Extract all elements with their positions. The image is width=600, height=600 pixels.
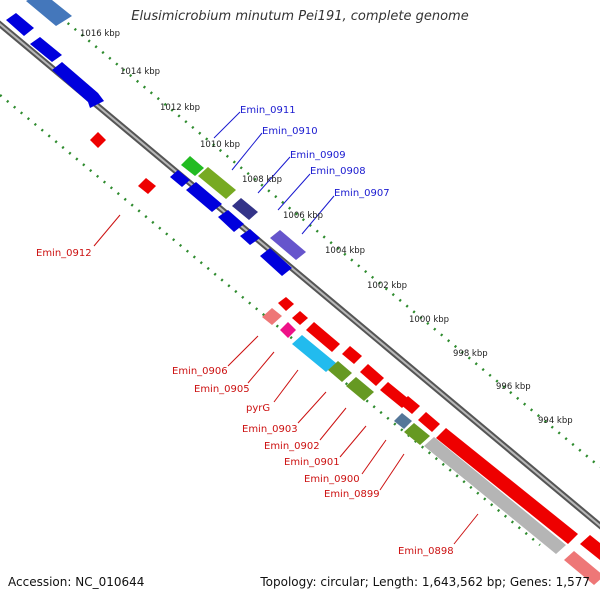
leader-line: [227, 335, 259, 367]
gene-feature[interactable]: [404, 423, 430, 445]
gene-feature[interactable]: [292, 335, 336, 372]
gene-features: [6, 0, 600, 585]
leader-line: [297, 391, 327, 424]
gene-label[interactable]: Emin_0906: [172, 366, 228, 377]
gene-label[interactable]: Emin_0908: [310, 166, 366, 177]
topology-text: Topology: circular; Length: 1,643,562 bp…: [260, 575, 590, 589]
tick-label: 1008 kbp: [242, 175, 282, 185]
leader-line: [361, 439, 387, 475]
leader-line: [379, 453, 405, 491]
gene-label[interactable]: Emin_0901: [284, 457, 340, 468]
gene-feature[interactable]: [306, 322, 340, 352]
gene-feature[interactable]: [186, 182, 222, 212]
gene-feature[interactable]: [232, 198, 258, 220]
accession-text: Accession: NC_010644: [8, 575, 145, 589]
gene-feature[interactable]: [262, 308, 282, 325]
gene-feature[interactable]: [400, 396, 420, 414]
gene-feature[interactable]: [424, 437, 566, 554]
leader-line: [453, 513, 479, 545]
gene-feature[interactable]: [52, 62, 104, 108]
axis-tick-labels: 1016 kbp 1014 kbp 1012 kbp 1010 kbp 1008…: [80, 29, 573, 426]
gene-label[interactable]: Emin_0912: [36, 248, 92, 259]
gene-label[interactable]: Emin_0909: [290, 150, 346, 161]
tick-label: 1000 kbp: [409, 315, 449, 325]
gene-feature[interactable]: [280, 322, 296, 338]
gene-feature[interactable]: [418, 412, 440, 432]
leader-line: [247, 351, 275, 384]
gene-feature[interactable]: [170, 170, 190, 187]
gene-feature[interactable]: [240, 229, 260, 245]
leader-line: [257, 156, 291, 194]
gene-feature[interactable]: [138, 178, 156, 194]
gene-feature[interactable]: [218, 210, 244, 232]
gene-label[interactable]: Emin_0900: [304, 474, 360, 485]
tick-label: 1012 kbp: [160, 103, 200, 113]
tick-label: 998 kbp: [453, 349, 488, 359]
gene-feature[interactable]: [30, 37, 62, 62]
gene-feature[interactable]: [436, 428, 578, 544]
map-title: Elusimicrobium minutum Pei191, complete …: [131, 9, 469, 24]
gene-feature[interactable]: [328, 361, 352, 382]
reverse-gene-labels: Emin_0912 Emin_0906 Emin_0905 pyrG Emin_…: [36, 248, 454, 557]
gene-feature[interactable]: [6, 13, 34, 36]
tick-label: 994 kbp: [538, 416, 573, 426]
gene-feature[interactable]: [270, 230, 306, 260]
leader-line: [319, 407, 347, 441]
gene-feature[interactable]: [292, 311, 308, 325]
gene-label[interactable]: Emin_0911: [240, 105, 296, 116]
gene-feature[interactable]: [278, 297, 294, 311]
tick-label: 1016 kbp: [80, 29, 120, 39]
gene-label[interactable]: Emin_0905: [194, 384, 250, 395]
gene-label[interactable]: pyrG: [246, 403, 270, 414]
gene-feature[interactable]: [90, 132, 106, 148]
leader-line: [231, 132, 263, 171]
gene-feature[interactable]: [181, 156, 204, 176]
gene-feature[interactable]: [198, 167, 236, 199]
gene-label[interactable]: Emin_0902: [264, 441, 320, 452]
gene-feature[interactable]: [564, 551, 600, 585]
gene-label[interactable]: Emin_0903: [242, 424, 298, 435]
tick-label: 1010 kbp: [200, 140, 240, 150]
gene-feature[interactable]: [26, 0, 72, 26]
tick-label: 1004 kbp: [325, 246, 365, 256]
label-leader-lines: [93, 111, 479, 545]
gene-label[interactable]: Emin_0910: [262, 126, 318, 137]
gene-label[interactable]: Emin_0898: [398, 546, 454, 557]
leader-line: [277, 173, 311, 211]
gene-feature[interactable]: [260, 248, 292, 276]
gene-feature[interactable]: [360, 364, 384, 386]
tick-label: 1002 kbp: [367, 281, 407, 291]
tick-label: 1006 kbp: [283, 211, 323, 221]
gene-feature[interactable]: [342, 346, 362, 364]
leader-line: [301, 195, 335, 235]
leader-line: [339, 425, 367, 458]
tick-label: 996 kbp: [496, 382, 531, 392]
gene-feature[interactable]: [346, 377, 374, 401]
leader-line: [273, 369, 299, 403]
leader-line: [93, 214, 121, 247]
forward-gene-labels: Emin_0911 Emin_0910 Emin_0909 Emin_0908 …: [240, 105, 390, 199]
gene-label[interactable]: Emin_0907: [334, 188, 390, 199]
tick-label: 1014 kbp: [120, 67, 160, 77]
leader-line: [213, 111, 241, 139]
gene-feature[interactable]: [580, 535, 600, 560]
gene-feature[interactable]: [394, 413, 412, 429]
gene-label[interactable]: Emin_0899: [324, 489, 380, 500]
